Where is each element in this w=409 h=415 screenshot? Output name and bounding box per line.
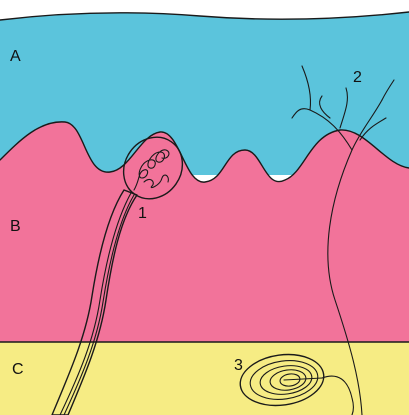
receptor-3-label: 3 (234, 357, 243, 374)
receptor-2-label: 2 (353, 69, 362, 86)
layer-a-label: A (10, 48, 21, 65)
layer-c-region (0, 340, 409, 415)
layer-c-label: C (12, 361, 24, 378)
receptor-1-label: 1 (138, 205, 147, 222)
layer-b-label: B (10, 218, 21, 235)
